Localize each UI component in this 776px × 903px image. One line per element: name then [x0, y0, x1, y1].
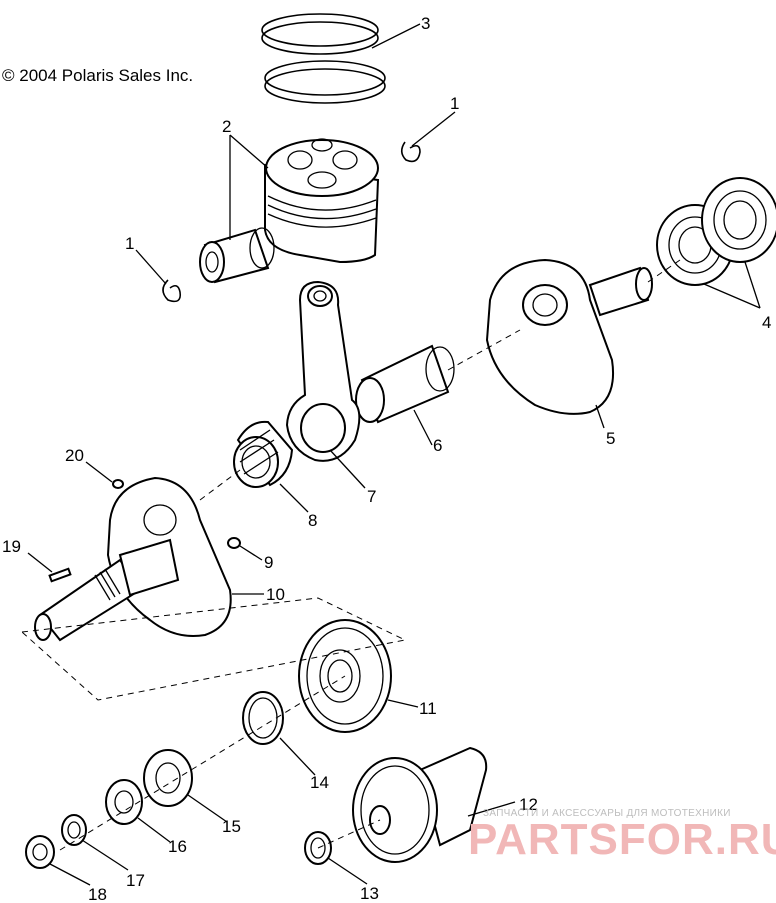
- dowel-pin: [227, 537, 241, 549]
- callout-9: 9: [264, 553, 274, 572]
- callout-17: 17: [126, 871, 145, 890]
- callout-13: 13: [360, 884, 379, 903]
- axis-line-upper: [447, 329, 521, 371]
- crankshaft-half-right: [485, 258, 653, 415]
- callout-10: 10: [266, 585, 285, 604]
- woodruff-key: [48, 567, 72, 583]
- callout-1-right: 1: [450, 94, 460, 113]
- plug: [112, 479, 124, 489]
- callout-3: 3: [421, 14, 431, 33]
- axis-line-middle: [199, 469, 241, 501]
- nut-16: [105, 779, 143, 825]
- callout-4: 4: [762, 313, 772, 332]
- callout-6: 6: [433, 436, 443, 455]
- watermark-tagline: ЗАПЧАСТИ И АКСЕССУАРЫ ДЛЯ МОТОТЕХНИКИ: [483, 808, 731, 819]
- crank-pin: [355, 344, 455, 424]
- piston-pin: [199, 227, 275, 284]
- piston: [264, 138, 380, 264]
- callout-15: 15: [222, 817, 241, 836]
- connecting-rod: [285, 280, 361, 462]
- axis-line-lower: [59, 675, 346, 851]
- assembly-frame: [20, 597, 407, 701]
- callout-5: 5: [606, 429, 616, 448]
- callout-18: 18: [88, 885, 107, 903]
- callout-16: 16: [168, 837, 187, 856]
- callout-19: 19: [2, 537, 21, 556]
- callout-20: 20: [65, 446, 84, 465]
- callout-1-left: 1: [125, 234, 135, 253]
- leader-lines: [27, 23, 761, 886]
- crankshaft-half-left: [34, 476, 232, 642]
- axis-line-balance: [317, 819, 381, 849]
- piston-rings: [261, 13, 386, 104]
- callout-11: 11: [419, 699, 437, 718]
- watermark-logo: PARTSFOR.RU: [468, 815, 776, 864]
- callout-8: 8: [308, 511, 318, 530]
- callout-14: 14: [310, 773, 329, 792]
- spacer-14: [242, 691, 284, 745]
- copyright-notice: © 2004 Polaris Sales Inc.: [2, 66, 194, 85]
- callout-12: 12: [519, 795, 538, 814]
- main-bearings: [656, 177, 776, 286]
- gear-15: [143, 749, 193, 807]
- balance-shaft-gear: [352, 746, 488, 863]
- circlip-right: [400, 141, 421, 163]
- circlip-left: [162, 279, 182, 303]
- nut-18: [25, 835, 55, 869]
- callout-2: 2: [222, 117, 232, 136]
- needle-bearing: [233, 420, 294, 488]
- callout-7: 7: [367, 487, 377, 506]
